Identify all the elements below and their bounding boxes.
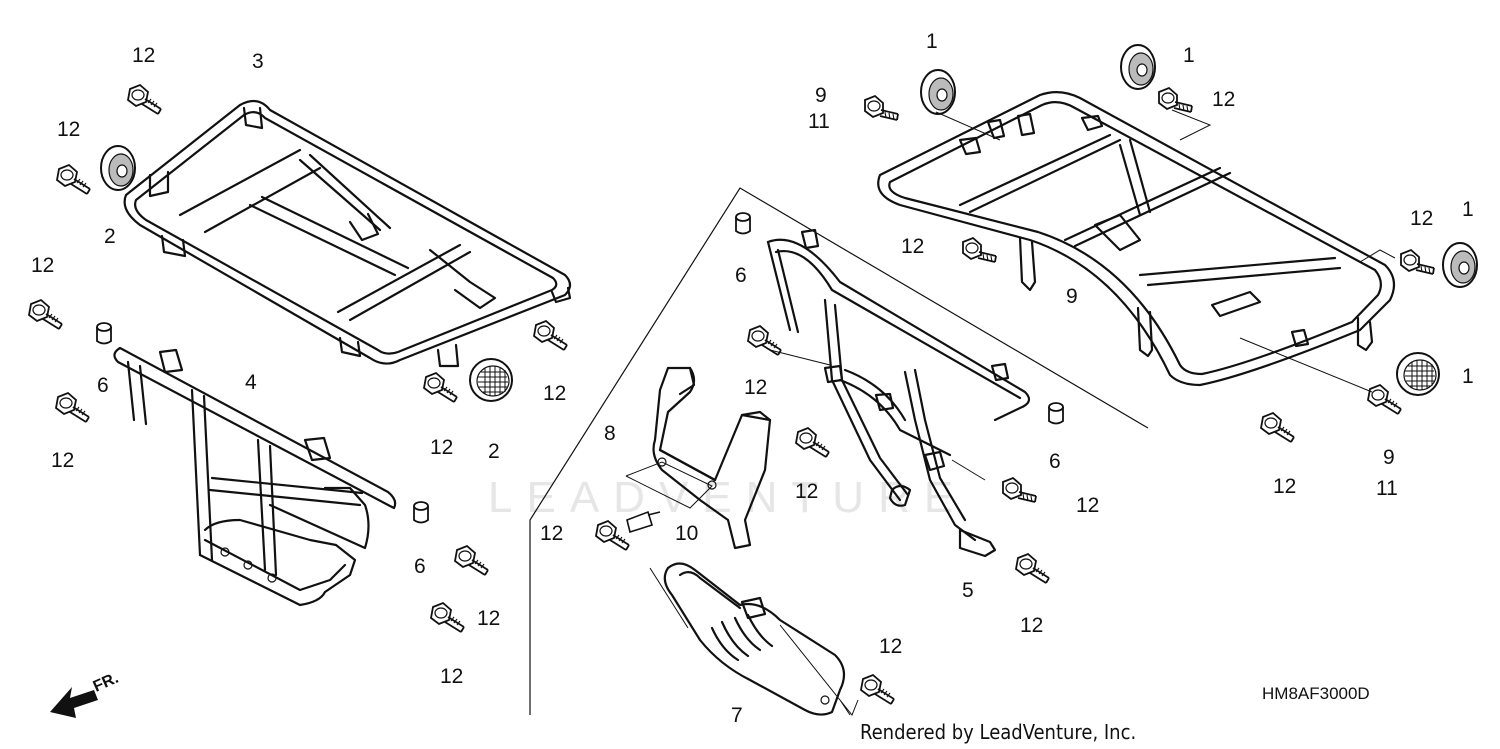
callout-label: 12 xyxy=(540,522,563,545)
front-direction-arrow xyxy=(50,687,98,718)
callout-label: 12 xyxy=(543,382,566,405)
callout-label: 10 xyxy=(675,522,698,545)
callout-label: 1 xyxy=(1183,44,1195,67)
callout-label: 1 xyxy=(1462,365,1474,388)
callout-label: 12 xyxy=(901,235,924,258)
callout-label: 1 xyxy=(926,30,938,53)
fasteners xyxy=(28,44,1478,705)
center-bracket-part xyxy=(652,366,772,550)
front-guard-part xyxy=(113,346,397,607)
callout-label: 12 xyxy=(1020,614,1043,637)
callout-label: 2 xyxy=(488,440,500,463)
callout-label: 8 xyxy=(604,422,616,445)
diagram-code: HM8AF3000D xyxy=(1262,684,1370,703)
callout-label: 12 xyxy=(31,254,54,277)
callout-label: 6 xyxy=(97,374,109,397)
callout-label: 5 xyxy=(962,579,974,602)
callout-label: 9 xyxy=(815,84,827,107)
callout-label: 12 xyxy=(1273,475,1296,498)
callout-label: 12 xyxy=(430,436,453,459)
credit-text: Rendered by LeadVenture, Inc. xyxy=(860,720,1136,744)
callout-label: 12 xyxy=(1076,494,1099,517)
divider-line xyxy=(529,187,1149,715)
callout-label: 12 xyxy=(744,376,767,399)
front-direction-label: FR. xyxy=(91,670,121,696)
callout-label: 7 xyxy=(731,704,743,727)
callout-label: 3 xyxy=(252,50,264,73)
rear-carrier-part xyxy=(877,91,1396,387)
callout-labels: 12 3 12 2 12 6 4 12 12 12 2 6 12 12 1 9 … xyxy=(31,30,1474,727)
skid-plate-part xyxy=(663,562,846,716)
callout-label: 12 xyxy=(477,607,500,630)
callout-label: 9 xyxy=(1383,446,1395,469)
callout-label: 11 xyxy=(1376,477,1398,500)
front-carrier-part xyxy=(123,99,572,368)
callout-label: 6 xyxy=(735,264,747,287)
callout-label: 12 xyxy=(879,635,902,658)
callout-label: 11 xyxy=(808,110,830,133)
leader-lines xyxy=(625,109,1396,716)
callout-label: 4 xyxy=(245,371,257,394)
callout-label: 6 xyxy=(1049,450,1061,473)
callout-label: 12 xyxy=(440,665,463,688)
callout-label: 12 xyxy=(795,480,818,503)
callout-label: 9 xyxy=(1066,285,1078,308)
callout-label: 12 xyxy=(51,449,74,472)
watermark: LEADVENTURE xyxy=(488,473,967,522)
callout-label: 12 xyxy=(1410,207,1433,230)
callout-label: 12 xyxy=(1212,88,1235,111)
rear-guard-part xyxy=(766,228,1031,558)
callout-label: 1 xyxy=(1462,198,1474,221)
callout-label: 12 xyxy=(57,118,80,141)
callout-label: 2 xyxy=(104,225,116,248)
callout-label: 12 xyxy=(132,44,155,67)
callout-label: 6 xyxy=(414,555,426,578)
